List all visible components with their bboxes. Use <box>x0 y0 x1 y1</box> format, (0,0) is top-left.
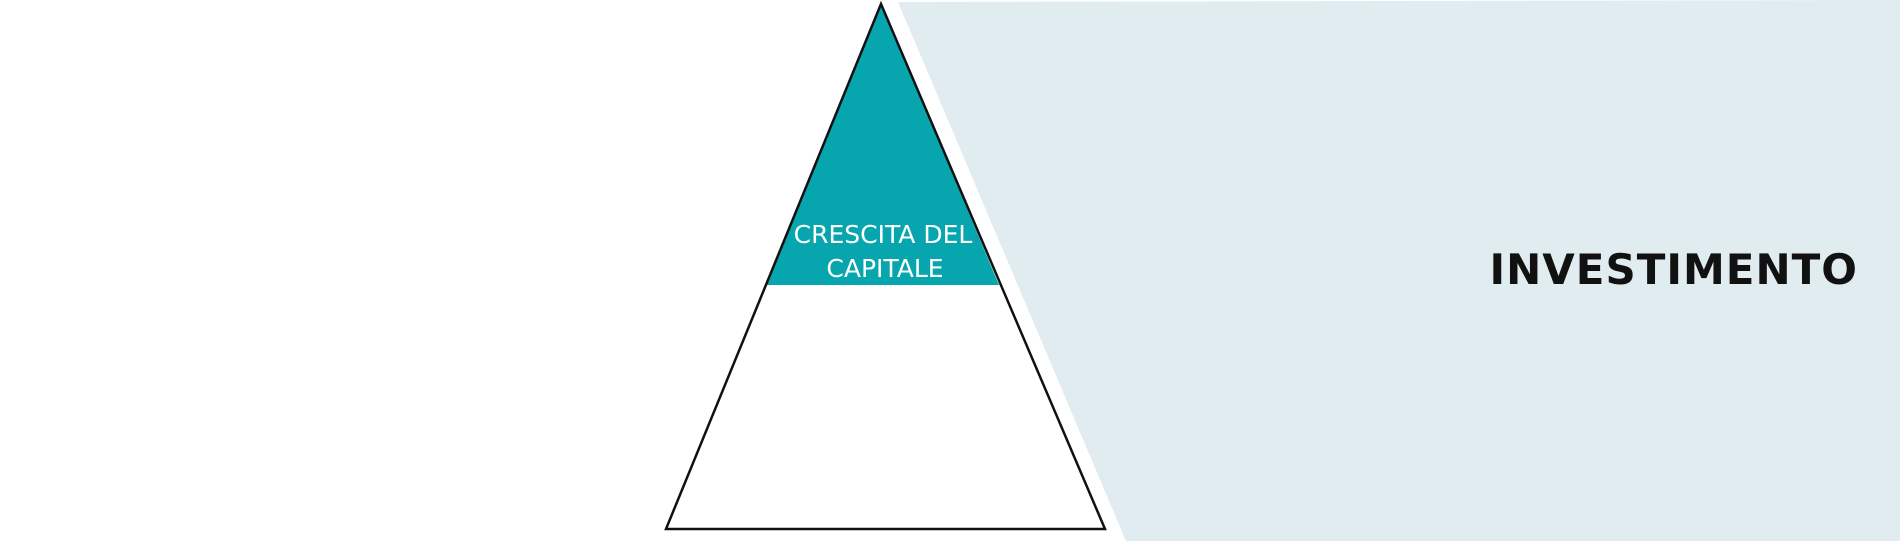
top-tier-label-line-2: CAPITALE <box>826 254 943 283</box>
pyramid-outline <box>664 0 1107 531</box>
top-tier-label-line-1: CRESCITA DEL <box>794 220 973 249</box>
investment-background-band <box>898 0 1900 541</box>
pyramid-top-tier <box>767 4 999 285</box>
section-title: INVESTIMENTO <box>1490 245 1859 294</box>
